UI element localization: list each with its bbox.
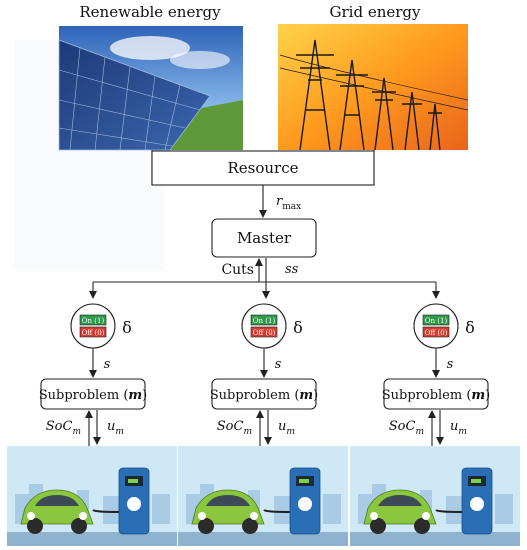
ground: [7, 532, 177, 546]
subproblem-label: Subproblem (m): [382, 388, 491, 403]
ground: [350, 532, 520, 546]
subproblem-node[interactable]: Subproblem (m): [39, 378, 148, 410]
switch-on-label: On (1): [253, 317, 276, 325]
switch-off: [79, 326, 107, 338]
delta-label: δ: [465, 318, 475, 337]
city-building: [103, 496, 119, 524]
city-building: [323, 494, 341, 524]
switch-circle: [413, 303, 459, 349]
solar-panel-image: [58, 26, 243, 151]
delta-label: δ: [293, 318, 303, 337]
car-headlight: [422, 512, 430, 520]
car-headlight: [250, 512, 258, 520]
car-body: [191, 489, 265, 525]
subproblem-label: Subproblem (m): [210, 388, 319, 403]
renewable-energy-title: Renewable energy: [79, 3, 221, 21]
ev-charging-image: [7, 446, 177, 546]
ground: [178, 532, 348, 546]
car-wheel: [71, 518, 87, 534]
switch-on: [79, 314, 107, 326]
subproblem-box: [383, 378, 489, 410]
subproblem-label: Subproblem (m): [39, 388, 148, 403]
u-label: um: [450, 419, 467, 437]
car-body: [363, 489, 437, 525]
charger-rupee-icon: [298, 497, 312, 511]
switch-on: [422, 314, 450, 326]
car-headlight: [370, 512, 378, 520]
s-label: s: [275, 357, 282, 372]
switch-off-label: Off (0): [253, 329, 276, 337]
car-windshield: [378, 495, 422, 506]
r-max-label: rmax: [276, 194, 301, 212]
switch-off: [250, 326, 278, 338]
power-tower-image: [278, 24, 469, 151]
switch-off-label: Off (0): [425, 329, 448, 337]
u-label: um: [107, 419, 124, 437]
car-wheel: [414, 518, 430, 534]
soc-label: SoCm: [217, 419, 252, 437]
car-headlight: [198, 512, 206, 520]
city-building: [446, 496, 462, 524]
switch-node[interactable]: On (1) Off (0): [70, 303, 116, 349]
charger-rupee-icon: [127, 497, 141, 511]
resource-label: Resource: [227, 159, 298, 177]
car-wheel: [198, 518, 214, 534]
delta-label: δ: [122, 318, 132, 337]
switch-circle: [241, 303, 287, 349]
ev-charging-image: [178, 446, 348, 546]
car-headlight: [79, 512, 87, 520]
subproblem-node[interactable]: Subproblem (m): [382, 378, 491, 410]
charging-cable: [435, 509, 463, 513]
soc-label: SoCm: [46, 419, 81, 437]
car-windshield: [35, 495, 79, 506]
car-wheel: [27, 518, 43, 534]
switch-node[interactable]: On (1) Off (0): [241, 303, 287, 349]
s-label: s: [447, 357, 454, 372]
cuts-label: Cuts: [221, 262, 254, 278]
subproblem-box: [211, 378, 317, 410]
ss-label: ss: [285, 262, 299, 277]
car-windshield: [206, 495, 250, 506]
car-headlight: [27, 512, 35, 520]
master-node[interactable]: Master: [211, 218, 317, 258]
charger-battery-indicator: [299, 479, 309, 483]
switch-on-label: On (1): [425, 317, 448, 325]
subproblem-box: [40, 378, 146, 410]
car-body: [20, 489, 94, 525]
grid-energy-title: Grid energy: [330, 3, 422, 21]
ev-charging-image: [350, 446, 520, 546]
soc-label: SoCm: [389, 419, 424, 437]
city-building: [495, 494, 513, 524]
charging-cable: [263, 509, 291, 513]
charging-cable: [92, 509, 120, 513]
city-building: [274, 496, 290, 524]
car-wheel: [242, 518, 258, 534]
charger-rupee-icon: [470, 497, 484, 511]
charger-battery-indicator: [471, 479, 481, 483]
car-wheel: [370, 518, 386, 534]
resource-node[interactable]: Resource: [151, 150, 375, 186]
switch-off-label: Off (0): [82, 329, 105, 337]
switch-off: [422, 326, 450, 338]
switch-circle: [70, 303, 116, 349]
switch-on-label: On (1): [82, 317, 105, 325]
subproblem-node[interactable]: Subproblem (m): [210, 378, 319, 410]
city-building: [152, 494, 170, 524]
switch-node[interactable]: On (1) Off (0): [413, 303, 459, 349]
distribution-bus: [89, 281, 440, 299]
s-label: s: [104, 357, 111, 372]
master-label: Master: [237, 229, 292, 247]
u-label: um: [278, 419, 295, 437]
charger-battery-indicator: [128, 479, 138, 483]
switch-on: [250, 314, 278, 326]
